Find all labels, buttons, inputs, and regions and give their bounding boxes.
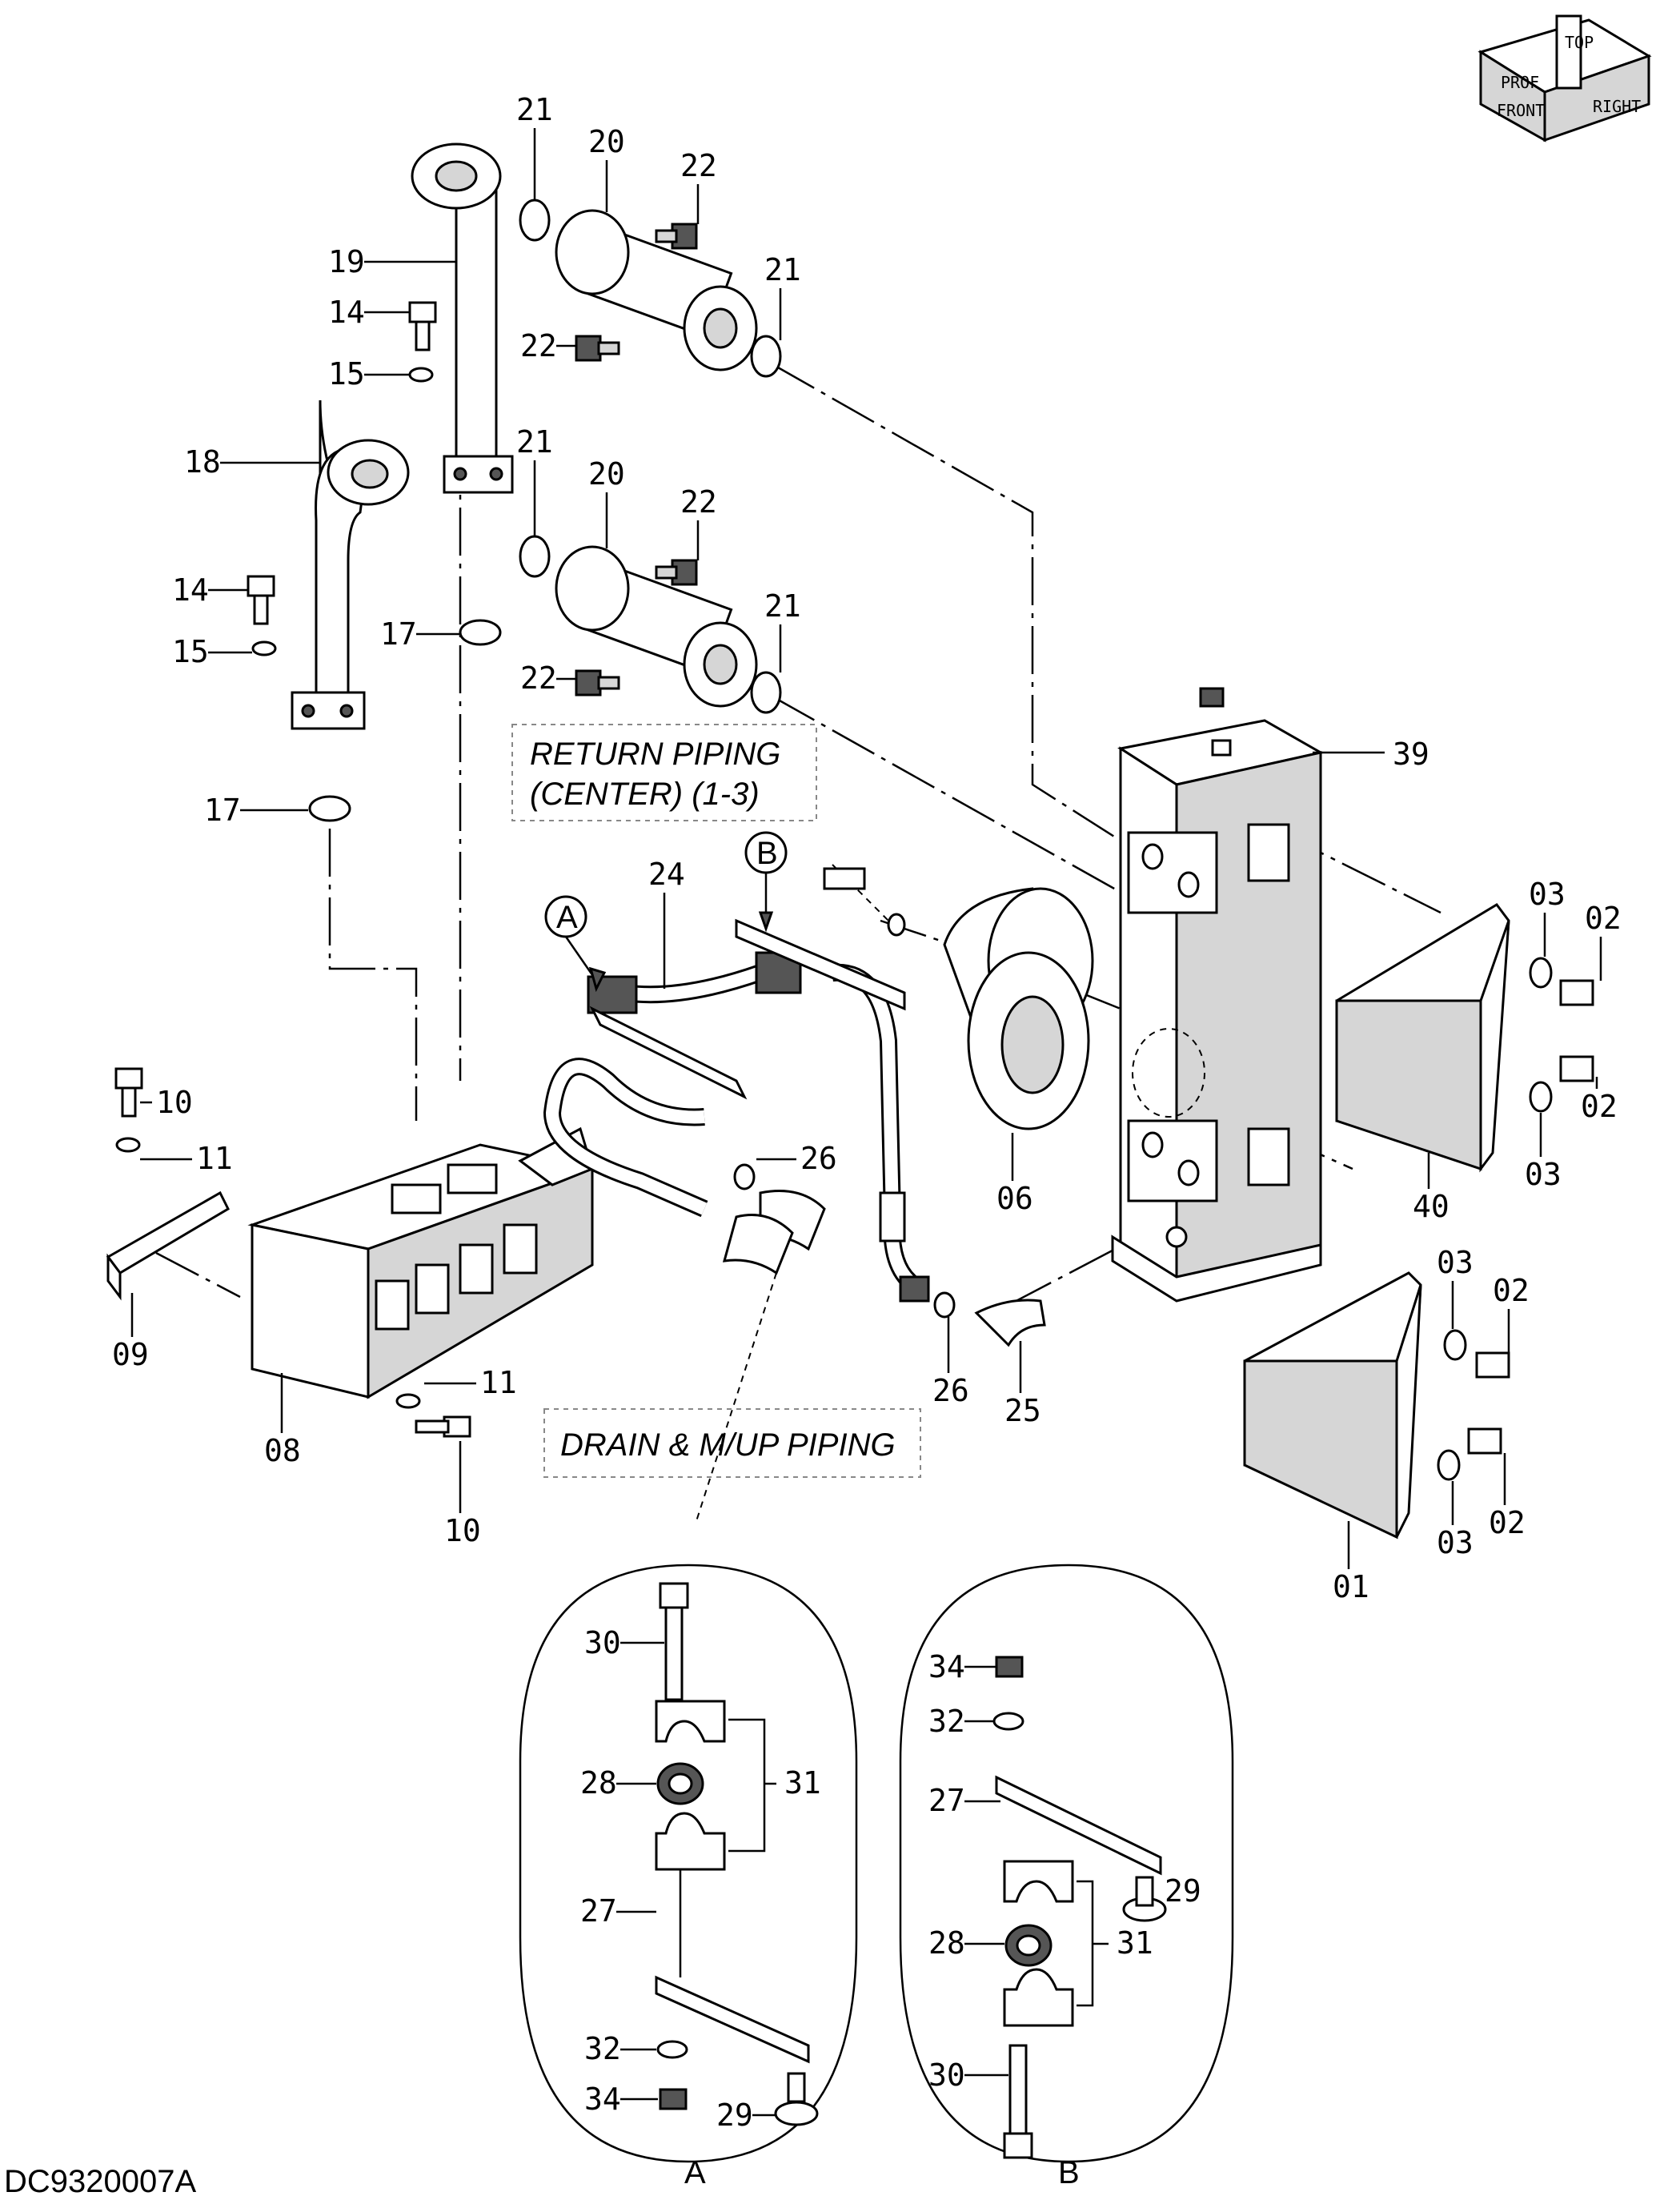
label-22: 22 [520,328,557,363]
label-22: 22 [520,660,557,696]
orient-top: TOP [1565,33,1594,52]
bracket-01 [1243,1271,1422,1540]
orientation-indicator: PROF TOP FRONT RIGHT [1478,14,1652,143]
label-21: 21 [764,252,801,287]
label-08: 08 [264,1433,301,1468]
note-drain-text: DRAIN & M/UP PIPING [560,1427,896,1463]
part-labels: 21 20 22 19 21 14 22 15 21 18 20 22 14 1… [112,92,1622,1604]
detail-b-title: B [1058,2155,1080,2190]
note-return-line2: (CENTER) (1-3) [530,777,760,812]
detail-b-label-29: 29 [1165,1873,1201,1909]
detail-a-label-28: 28 [580,1765,617,1801]
label-11: 11 [196,1141,233,1176]
label-24: 24 [648,857,685,892]
callout-markers: A B [544,831,788,993]
bolts-upper [247,223,698,697]
label-17: 17 [204,793,241,828]
label-19: 19 [328,244,365,279]
bracket-fasteners [1437,957,1594,1481]
label-40: 40 [1413,1189,1449,1224]
label-09: 09 [112,1337,149,1372]
label-18: 18 [184,444,221,480]
detail-a-label-31: 31 [784,1765,821,1801]
manifold-08 [247,1126,597,1399]
label-21: 21 [764,588,801,624]
pipe-18 [291,399,410,730]
drawing-code: DC9320007A [4,2164,196,2199]
orient-front: FRONT [1497,101,1545,120]
detail-b-label-31: 31 [1117,1925,1153,1961]
label-21: 21 [516,424,553,460]
label-10: 10 [444,1513,481,1548]
label-14: 14 [172,572,209,608]
detail-a: A 30 28 31 27 32 34 29 [519,1564,858,2190]
label-26: 26 [932,1373,969,1408]
label-22: 22 [680,148,717,183]
detail-b-label-34: 34 [928,1649,965,1684]
bracket-09 [106,1067,471,1438]
pipe-20-lower [555,545,758,708]
label-03: 03 [1437,1245,1474,1280]
label-20: 20 [588,456,625,492]
label-03: 03 [1529,877,1566,912]
label-14: 14 [328,295,365,330]
marker-b: B [756,836,778,871]
pipe-19 [411,143,514,494]
detail-a-label-27: 27 [580,1893,617,1929]
note-return-piping: RETURN PIPING (CENTER) (1-3) [511,724,817,821]
label-17: 17 [380,616,417,652]
detail-a-label-32: 32 [584,2031,621,2066]
label-25: 25 [1004,1393,1041,1428]
label-02: 02 [1489,1505,1526,1540]
label-10: 10 [156,1085,193,1120]
label-11: 11 [480,1365,517,1400]
detail-b-label-32: 32 [928,1704,965,1739]
detail-a-title: A [684,2155,706,2190]
label-02: 02 [1585,901,1622,936]
detail-b-label-28: 28 [928,1925,965,1961]
marker-a: A [556,900,578,935]
label-26: 26 [800,1141,837,1176]
o-rings [308,199,782,822]
pipe-20-upper [555,209,758,371]
label-39: 39 [1393,737,1429,772]
label-02: 02 [1581,1089,1618,1124]
detail-a-label-30: 30 [584,1625,621,1660]
flange-06 [943,887,1094,1130]
hose-24 [543,867,1046,1347]
label-06: 06 [996,1181,1033,1216]
note-drain-piping: DRAIN & M/UP PIPING [543,1408,921,1478]
detail-a-label-29: 29 [716,2098,753,2133]
bracket-40 [1335,903,1510,1173]
label-20: 20 [588,124,625,159]
detail-a-label-34: 34 [584,2082,621,2117]
label-01: 01 [1333,1569,1369,1604]
label-02: 02 [1493,1273,1530,1308]
label-15: 15 [328,356,365,391]
detail-b: B 34 32 27 29 28 31 30 [899,1564,1234,2190]
label-03: 03 [1525,1157,1562,1192]
label-22: 22 [680,484,717,520]
orient-right: RIGHT [1593,97,1641,116]
label-15: 15 [172,634,209,669]
orient-prof: PROF [1501,73,1539,92]
label-21: 21 [516,92,553,127]
detail-b-label-27: 27 [928,1783,965,1818]
label-03: 03 [1437,1525,1474,1560]
detail-b-label-30: 30 [928,2057,965,2093]
note-return-line1: RETURN PIPING [530,737,780,772]
tank-39 [1111,687,1325,1303]
